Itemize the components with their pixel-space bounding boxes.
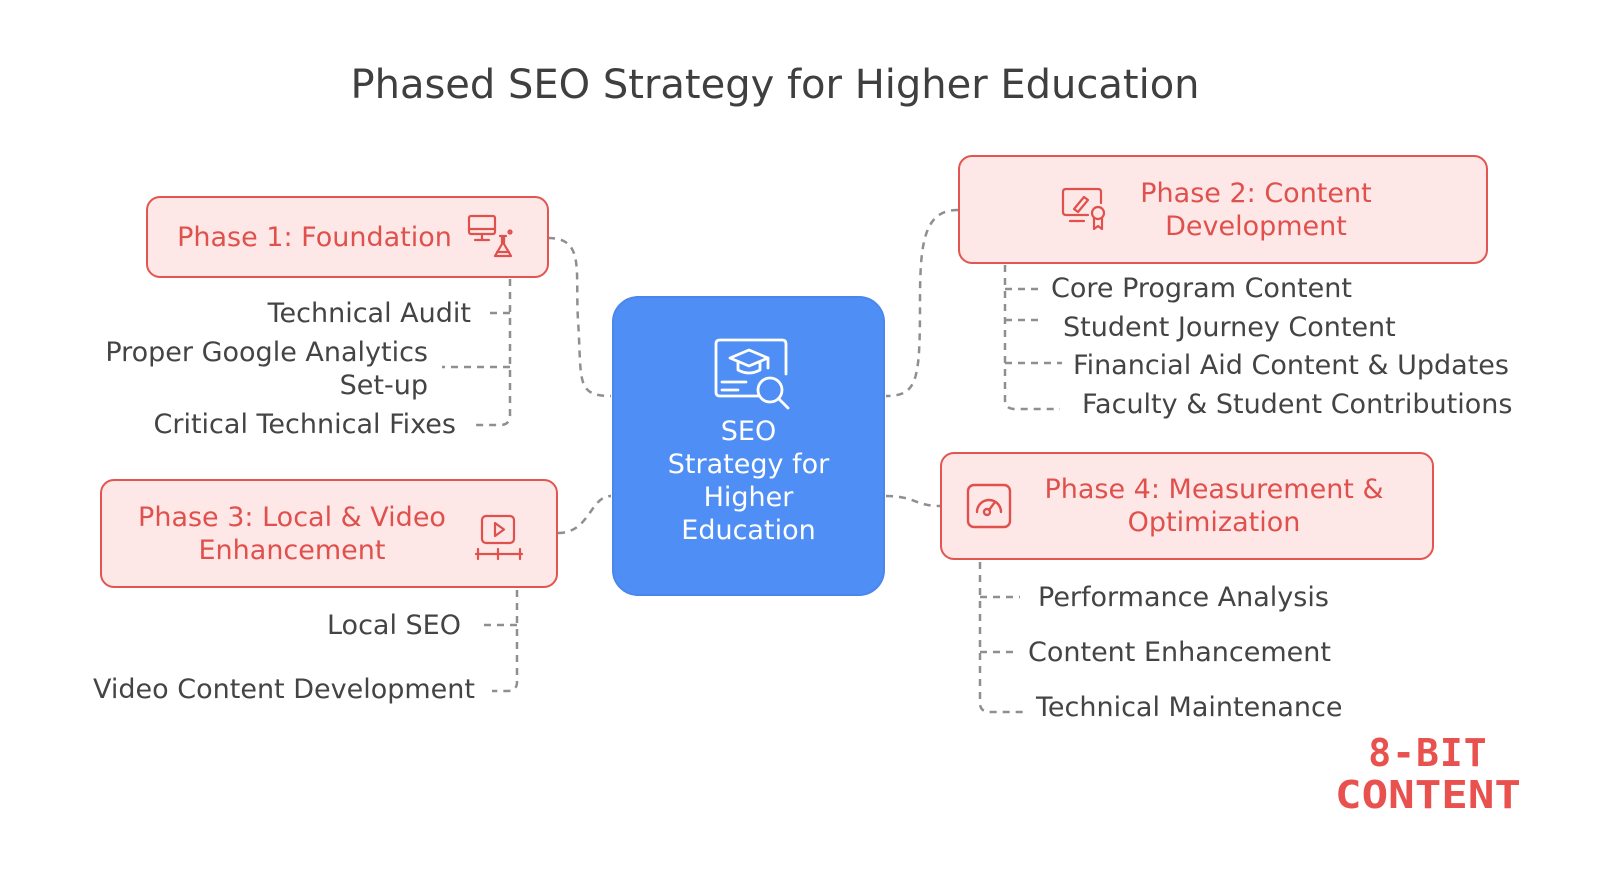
center-line-4: Education [681,515,816,546]
phase-4-label: Phase 4: Measurement & Optimization [1044,474,1384,538]
connector-phase-2 [885,208,959,398]
gauge-icon [966,483,1012,529]
phase-3-item-2: Video Content Development [93,674,475,705]
phase-4-item-1: Performance Analysis [1038,582,1329,613]
logo-line-1: 8-BIT [1368,732,1487,775]
center-line-3: Higher [703,482,794,513]
center-line-1: SEO [720,416,777,447]
connector-phase-3 [557,494,612,535]
connector-phase-4 [885,494,941,508]
connector-p1-items [474,279,512,427]
phase-2-label: Phase 2: Content Development [1140,177,1372,242]
phase-2-item-3: Financial Aid Content & Updates [1073,350,1509,381]
phase-3-item-1: Local SEO [326,610,461,641]
phase-2-item-4: Faculty & Student Contributions [1082,389,1513,420]
phase-1-item-1: Technical Audit [267,298,471,329]
phase-1-box: Phase 1: Foundation [146,196,549,278]
phase-2-item-2: Student Journey Content [1063,312,1396,343]
phase-2-box: Phase 2: Content Development [958,155,1488,264]
center-node: SEO Strategy for Higher Education [612,296,885,596]
phase-4-item-3: Technical Maintenance [1036,692,1343,723]
phase-1-label: Phase 1: Foundation [177,221,452,253]
computer-lab-icon [467,214,513,258]
video-timeline-icon [474,514,524,560]
center-line-2: Strategy for [667,449,830,480]
logo-line-2: CONTENT [1335,773,1521,814]
phase-4-box: Phase 4: Measurement & Optimization [940,452,1434,560]
diagram-title: Phased SEO Strategy for Higher Education [350,62,1200,108]
phase-3-box: Phase 3: Local & Video Enhancement [100,479,558,588]
phase-2-item-1: Core Program Content [1051,273,1352,304]
connector-phase-1 [547,236,612,398]
8-bit-content-logo: 8-BIT CONTENT [1333,732,1523,814]
phase-1-item-3: Critical Technical Fixes [153,409,456,440]
connector-p4-items [978,562,1024,714]
certificate-icon [1061,187,1106,230]
connector-p2-items [1003,265,1060,411]
center-label: SEO Strategy for Higher Education [614,415,883,547]
phase-1-item-2: Proper Google Analytics Set-up [88,336,428,402]
phase-4-item-2: Content Enhancement [1028,637,1331,668]
connector-p3-items [492,590,519,693]
graduation-cap-search-icon [714,338,790,410]
phase-1-item-2-text: Proper Google Analytics Set-up [105,337,428,401]
phase-3-label: Phase 3: Local & Video Enhancement [138,501,446,566]
